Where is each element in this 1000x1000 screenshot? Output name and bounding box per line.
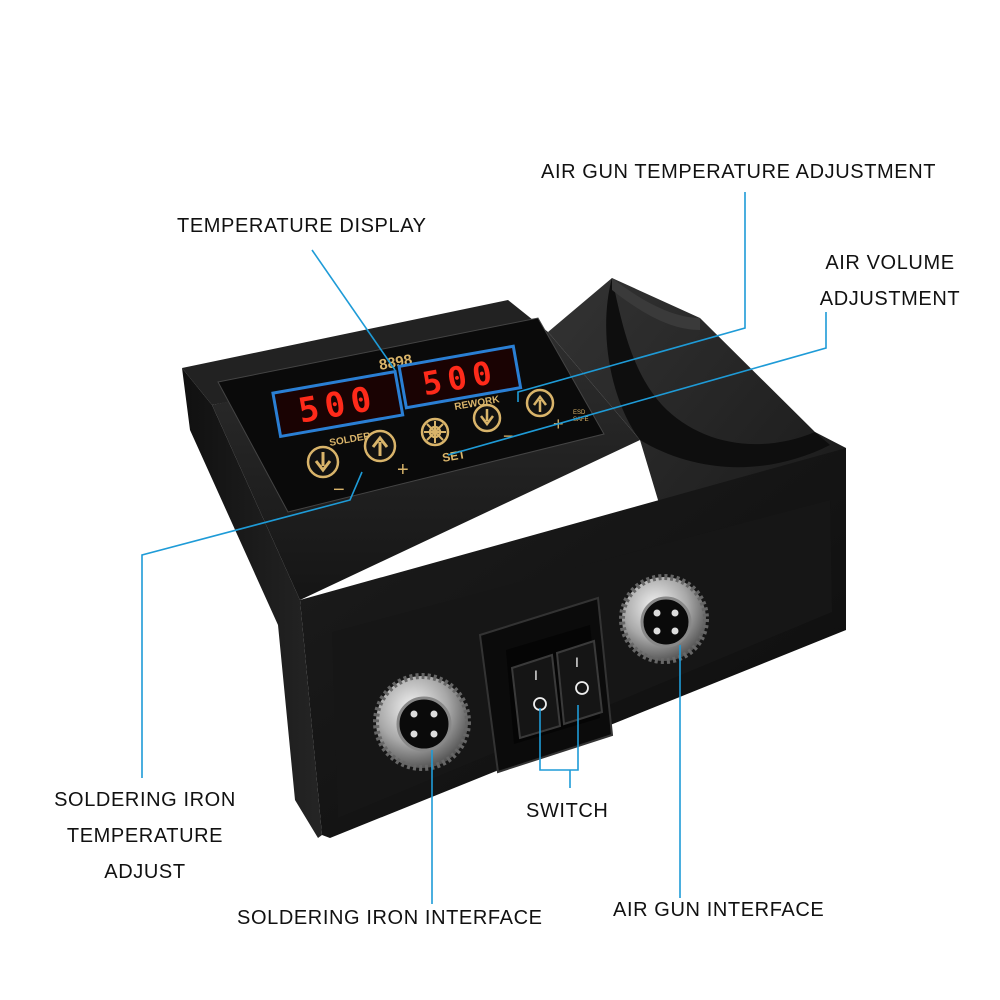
- callout-air-gun-interface: AIR GUN INTERFACE: [613, 899, 825, 921]
- rework-down-button[interactable]: [472, 403, 502, 433]
- esd-label: ESD: [573, 410, 586, 416]
- arrow-up-icon: [371, 435, 389, 456]
- rework-minus-label: −: [503, 426, 514, 446]
- leader-solder-temp-adjust: [141, 471, 363, 778]
- solder-down-button[interactable]: [306, 445, 340, 479]
- leader-air-volume: [447, 312, 827, 456]
- callout-air-volume-adjustment: AIR VOLUME ADJUSTMENT: [790, 245, 990, 317]
- arrow-down-icon: [314, 452, 332, 473]
- set-button[interactable]: [420, 417, 450, 447]
- solder-plus-label: +: [397, 459, 409, 481]
- leader-lines: [141, 192, 827, 904]
- solder-up-button[interactable]: [363, 429, 397, 463]
- callout-soldering-iron-temp-adjust: SOLDERING IRON TEMPERATURE ADJUST: [30, 782, 260, 890]
- callout-soldering-iron-temp-line2: TEMPERATURE: [66, 825, 224, 847]
- callout-temperature-display: TEMPERATURE DISPLAY: [177, 215, 427, 237]
- switch-on-mark: I: [575, 654, 579, 670]
- rework-up-button[interactable]: [525, 388, 555, 418]
- callout-air-volume-line2: ADJUSTMENT: [819, 288, 961, 310]
- arrow-up-icon: [533, 394, 547, 412]
- callout-soldering-iron-temp-line3: ADJUST: [104, 861, 186, 883]
- callout-air-volume-line1: AIR VOLUME: [825, 252, 955, 274]
- callout-soldering-iron-interface: SOLDERING IRON INTERFACE: [237, 907, 543, 929]
- rocker-switch-left[interactable]: I: [510, 653, 562, 740]
- air-gun-connector[interactable]: [619, 574, 709, 664]
- soldering-iron-connector[interactable]: [373, 673, 471, 771]
- solder-display: 500: [271, 369, 405, 439]
- rocker-switch-right[interactable]: I: [555, 639, 604, 726]
- arrow-down-icon: [480, 409, 494, 427]
- esd-safe-label: SAFE: [573, 417, 589, 423]
- gear-icon: [424, 421, 446, 443]
- leader-air-gun-temp: [517, 192, 746, 402]
- leader-switch-bracket: [539, 705, 579, 771]
- solder-minus-label: −: [333, 479, 345, 501]
- leader-temperature-display: [311, 249, 396, 371]
- callout-switch: SWITCH: [526, 800, 609, 822]
- callout-soldering-iron-temp-line1: SOLDERING IRON: [54, 789, 236, 811]
- callout-air-gun-temp-adjustment: AIR GUN TEMPERATURE ADJUSTMENT: [541, 161, 937, 183]
- switch-on-mark: I: [534, 667, 538, 683]
- switch-off-mark: [575, 681, 589, 695]
- rework-display: 500: [397, 344, 523, 410]
